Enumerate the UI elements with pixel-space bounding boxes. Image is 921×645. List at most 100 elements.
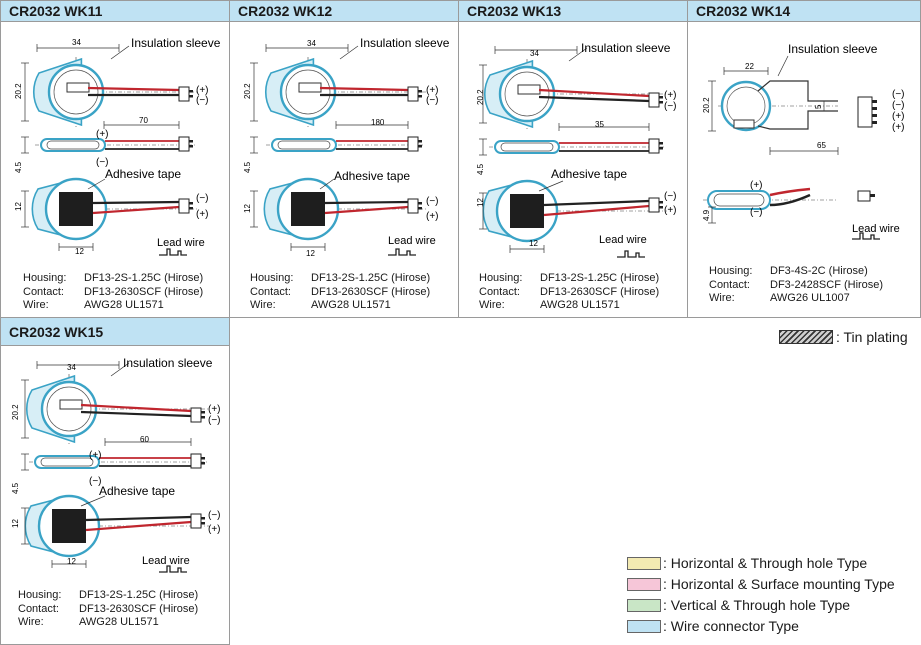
- panel-wk12: CR2032 WK12 34 20.2 Insulation sleeve (+…: [229, 0, 459, 318]
- connector-housing: [407, 136, 419, 152]
- dim-tape-h: 12: [11, 519, 20, 528]
- dim-wire-length: 70: [139, 116, 148, 125]
- spec-row: Wire:AWG28 UL1571: [18, 616, 159, 628]
- spec-row: Housing:DF13-2S-1.25C (Hirose): [18, 589, 199, 601]
- connector-pin: [189, 145, 193, 148]
- panel-title: CR2032 WK13: [459, 1, 687, 22]
- red-wire: [543, 204, 650, 217]
- legend-item: : Vertical & Through hole Type: [627, 596, 921, 614]
- label-lead-wire: Lead wire: [599, 234, 647, 246]
- connector-housing: [407, 198, 419, 214]
- diagram-wk15: 34 20.2 Insulation sleeve (+) (−) 60 (+)…: [11, 356, 221, 573]
- label-minus-side: (−): [750, 207, 763, 218]
- dim-wire-length: 65: [817, 141, 826, 150]
- connector-pin: [418, 202, 422, 205]
- connector-housing: [190, 407, 202, 423]
- dim-tape-h: 12: [14, 202, 23, 211]
- connector-housing: [190, 513, 202, 529]
- spec-list: Housing:DF13-2S-1.25C (Hirose) Contact:D…: [250, 272, 430, 313]
- label-insulation-sleeve: Insulation sleeve: [360, 36, 450, 50]
- hatched-swatch: [779, 330, 833, 344]
- dim-tape-w: 12: [529, 239, 538, 248]
- panel-title: CR2032 WK15: [1, 318, 229, 346]
- black-wire: [92, 200, 180, 205]
- connector-housing: [407, 86, 419, 102]
- connector-housing: [190, 453, 202, 469]
- label-lead-wire: Lead wire: [852, 223, 900, 235]
- spec-row: Contact:DF13-2630SCF (Hirose): [250, 285, 431, 298]
- connector-pin: [418, 207, 422, 210]
- dim-tape-w: 12: [306, 249, 315, 258]
- dim-wire-length: 60: [140, 435, 149, 444]
- battery-side: [40, 138, 106, 152]
- label-plus-bottom: (+): [426, 211, 439, 222]
- connector-pin: [659, 206, 663, 209]
- lead-wire-shape: [617, 250, 645, 258]
- label-plus: (+): [196, 85, 209, 96]
- dim-wire-length: 180: [371, 118, 385, 127]
- label-minus: (−): [664, 101, 677, 112]
- dim-thickness: 4.5: [243, 161, 252, 173]
- legend-item: : Horizontal & Through hole Type: [627, 554, 921, 572]
- black-wire: [85, 515, 192, 522]
- spec-list: Housing:DF13-2S-1.25C (Hirose) Contact:D…: [18, 589, 198, 630]
- label-minus: (−): [196, 95, 209, 106]
- spec-list: Housing:DF13-2S-1.25C (Hirose) Contact:D…: [479, 272, 659, 313]
- connector-pin: [201, 462, 205, 465]
- red-wire: [538, 88, 650, 98]
- label-adhesive-tape: Adhesive tape: [551, 167, 627, 181]
- dim-height: 20.2: [476, 89, 485, 105]
- connector-pin: [201, 457, 205, 460]
- label-minus-2: (−): [892, 100, 905, 111]
- panel-wk13: CR2032 WK13 34 20.2 Insulation sleeve (+…: [458, 0, 688, 318]
- connector-pin: [659, 201, 663, 204]
- label-plus-side: (+): [96, 129, 109, 140]
- connector-pin: [659, 101, 663, 104]
- connector-pin: [418, 95, 422, 98]
- dim-height: 20.2: [14, 83, 23, 99]
- dim-thickness: 4.5: [11, 482, 20, 494]
- black-wire: [769, 193, 811, 207]
- connector-pin: [659, 142, 663, 145]
- spec-row: Wire:AWG26 UL1007: [709, 292, 850, 304]
- connector-pin: [659, 96, 663, 99]
- insulation-sleeve: [66, 82, 90, 93]
- connector-pin: [870, 194, 875, 197]
- battery-side-inner: [40, 457, 94, 467]
- leader-line: [110, 45, 130, 60]
- lead-wire-shape: [159, 565, 187, 573]
- battery-inner-ring: [46, 386, 92, 432]
- connector-housing: [648, 92, 660, 108]
- red-wire: [769, 187, 811, 197]
- connector-housing: [857, 190, 871, 202]
- battery-cell: [720, 80, 772, 132]
- label-plus: (+): [208, 404, 221, 415]
- label-insulation-sleeve: Insulation sleeve: [131, 36, 221, 50]
- label-minus-1: (−): [892, 89, 905, 100]
- insulation-sleeve: [59, 399, 83, 410]
- label-minus: (−): [426, 95, 439, 106]
- legend-swatch: [627, 577, 661, 591]
- label-plus-side: (+): [750, 180, 763, 191]
- label-lead-wire: Lead wire: [157, 237, 205, 249]
- label-plus-side: (+): [89, 450, 102, 461]
- panel-wk14: CR2032 WK14 22 20.2 Insulation sleeve 5 …: [687, 0, 921, 318]
- spec-row: Wire:AWG28 UL1571: [23, 299, 164, 311]
- spec-row: Housing:DF13-2S-1.25C (Hirose): [250, 272, 431, 284]
- dim-width: 34: [67, 363, 76, 372]
- legend-swatch: [627, 598, 661, 612]
- connector-pin: [872, 100, 877, 103]
- adhesive-tape: [510, 194, 544, 228]
- spec-row: Contact:DF13-2630SCF (Hirose): [479, 285, 660, 298]
- connector-pin: [189, 95, 193, 98]
- red-wire: [319, 86, 409, 92]
- battery-side: [34, 455, 100, 469]
- leader-line: [319, 178, 335, 190]
- connector-housing: [178, 198, 190, 214]
- dim-thickness: 4.9: [702, 209, 711, 221]
- battery-inner-ring: [504, 71, 550, 117]
- panel-title: CR2032 WK12: [230, 1, 458, 22]
- label-insulation-sleeve: Insulation sleeve: [788, 42, 878, 56]
- battery-side-inner: [277, 140, 331, 150]
- battery-side: [707, 190, 771, 210]
